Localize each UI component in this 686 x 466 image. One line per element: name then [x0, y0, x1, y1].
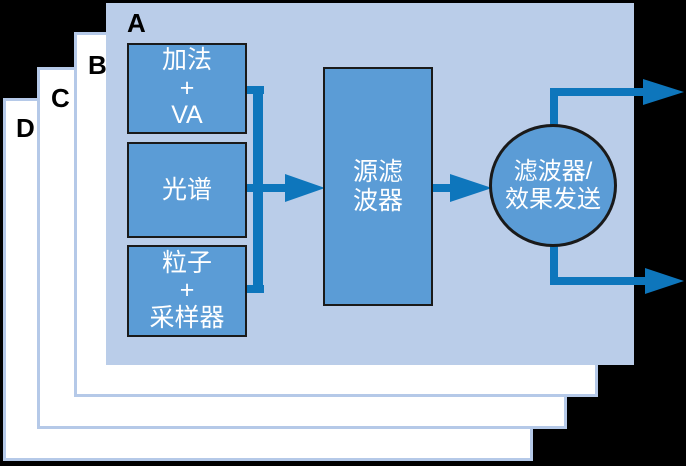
panel-c-label: C: [51, 83, 70, 113]
filter-effect-send-node: 滤波器/ 效果发送: [489, 124, 617, 247]
panel-a-label: A: [127, 8, 146, 38]
output-arrow-bottom-icon: [645, 268, 684, 294]
panel-b-label: B: [88, 50, 107, 80]
send-output-top-line: [550, 88, 645, 130]
arrow-into-send-icon: [450, 174, 492, 202]
source-block-spectral: 光谱: [127, 142, 247, 238]
panel-d-label: D: [16, 113, 35, 143]
send-output-bottom-line: [550, 244, 647, 285]
source-block-particle-sampler: 粒子 + 采样器: [127, 245, 247, 337]
arrow-into-source-filter-icon: [285, 174, 325, 202]
output-arrow-top-icon: [643, 79, 684, 105]
source-filter-block: 源滤 波器: [323, 67, 433, 306]
source-block-additive-va: 加法 + VA: [127, 43, 247, 134]
